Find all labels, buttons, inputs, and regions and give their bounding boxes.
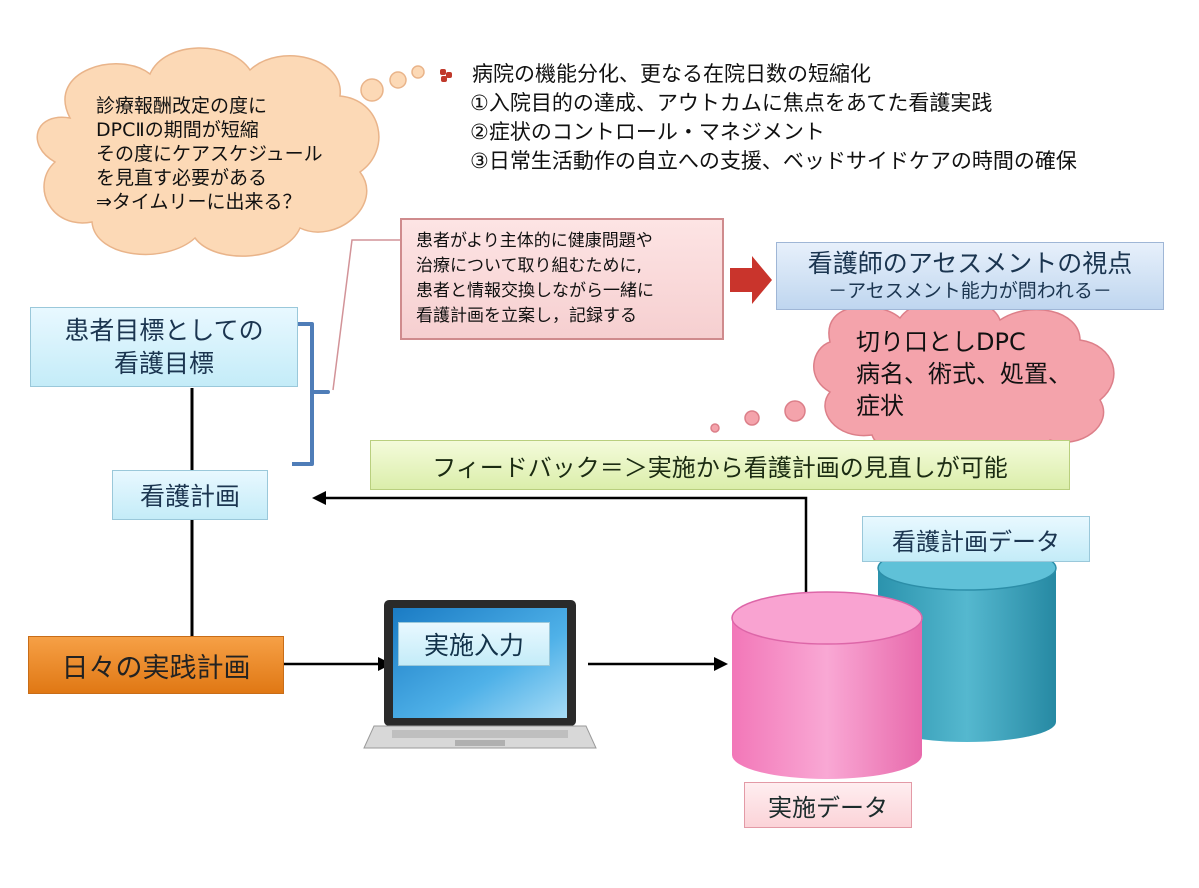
bullet-item: ③日常生活動作の自立への支援、ベッドサイドケアの時間の確保 [470,149,1077,173]
goal-bracket [292,322,330,466]
callout-connector [332,239,400,391]
patient-participation-box: 患者がより主体的に健康問題や 治療について取り組むために, 患者と情報交換しなが… [400,218,724,340]
thought-line: その度にケアスケジュール [96,143,323,165]
dpc-line: 病名、術式、処置、 [856,360,1072,388]
dpc-cloud-text: 切り口としDPC 病名、術式、処置、 症状 [856,326,1072,422]
laptop-screen-label: 実施入力 [398,622,550,666]
bullet-item: ①入院目的の達成、アウトカムに焦点をあてた看護実践 [470,91,993,115]
patient-line: 患者がより主体的に健康問題や [416,231,653,251]
thought-line: DPCⅡの期間が短縮 [96,119,259,141]
nursing-goal-box: 患者目標としての 看護目標 [30,307,298,387]
dpc-line: 症状 [856,392,904,420]
thought-line: 診療報酬改定の度に [96,95,268,117]
bullet-list: 病院の機能分化、更なる在院日数の短縮化 ①入院目的の達成、アウトカムに焦点をあて… [440,60,1077,176]
bullet-icon [440,68,454,82]
patient-line: 患者と情報交換しながら一緒に [416,281,654,301]
bullet-heading: 病院の機能分化、更なる在院日数の短縮化 [472,62,871,86]
assessment-box: 看護師のアセスメントの視点 －アセスメント能力が問われる－ [776,242,1164,310]
daily-practice-box: 日々の実践計画 [28,636,284,694]
plan-data-label: 看護計画データ [862,516,1090,562]
feedback-arrow-icon [312,491,326,505]
implementation-database-icon [731,591,923,779]
red-arrow-icon [730,256,772,304]
goal-line: 患者目標としての [64,316,264,345]
dpc-line: 切り口としDPC [856,328,1026,356]
arrow-to-database-icon [714,657,728,671]
patient-line: 看護計画を立案し，記録する [416,306,637,326]
implementation-data-label: 実施データ [744,782,912,828]
thought-cloud [36,47,425,257]
bullet-item: ②症状のコントロール・マネジメント [470,120,825,144]
goal-line: 看護目標 [113,349,214,378]
feedback-box: フィードバック＝＞実施から看護計画の見直しが可能 [370,440,1070,490]
nursing-plan-box: 看護計画 [112,470,268,520]
thought-cloud-text: 診療報酬改定の度に DPCⅡの期間が短縮 その度にケアスケジュール を見直す必要… [96,94,323,214]
thought-line: を見直す必要がある [96,167,268,189]
thought-line: ⇒タイムリーに出来る？ [96,191,302,213]
assessment-subtitle: －アセスメント能力が問われる－ [828,280,1112,302]
patient-line: 治療について取り組むために, [416,256,642,276]
assessment-title: 看護師のアセスメントの視点 [807,249,1133,278]
